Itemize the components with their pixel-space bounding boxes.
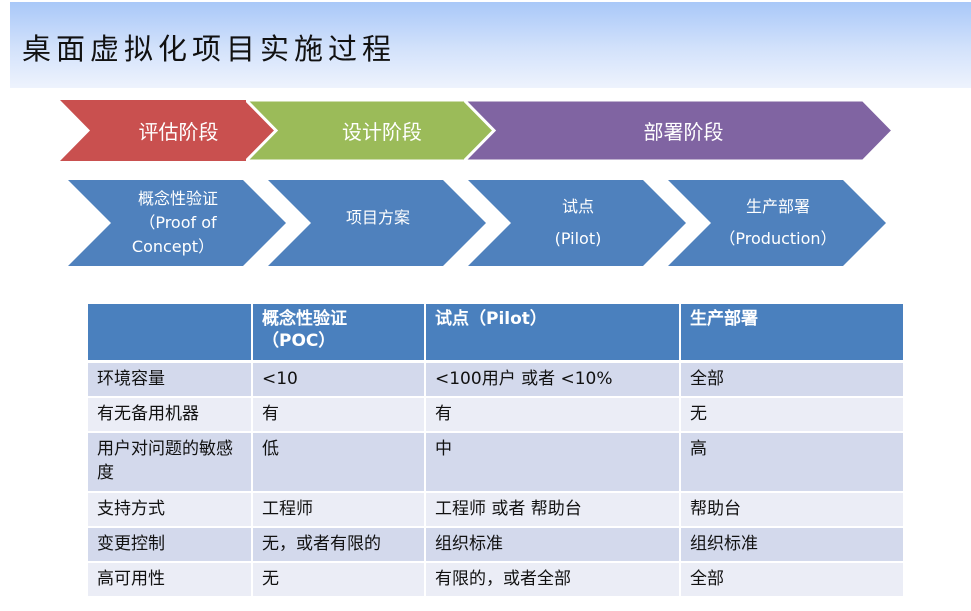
header-cell-poc: 概念性验证 （POC） [251, 302, 426, 363]
phase-deploy: 部署阶段 [464, 100, 893, 161]
step-production-line1: 生产部署 [745, 197, 810, 216]
cell-poc: 低 [251, 431, 426, 493]
step-pilot-label: 试点 (Pilot) [553, 191, 602, 255]
step-production: 生产部署 （Production） [668, 180, 886, 266]
cell-production: 帮助台 [679, 491, 905, 528]
step-poc-line1: 概念性验证 [137, 189, 218, 208]
step-poc-line3: Concept） [131, 237, 215, 256]
header-cell-pilot: 试点（Pilot） [424, 302, 681, 363]
table-row: 高可用性 无 有限的，或者全部 全部 [86, 561, 905, 598]
cell-production: 全部 [679, 561, 905, 598]
cell-poc: 无，或者有限的 [251, 526, 426, 563]
phase-assess: 评估阶段 [60, 100, 279, 161]
header-poc-line2: （POC） [262, 331, 336, 351]
header-pilot-line1: 试点（Pilot） [435, 309, 547, 329]
cell-production: 无 [679, 396, 905, 433]
step-plan: 项目方案 [268, 180, 486, 266]
page-title: 桌面虚拟化项目实施过程 [22, 32, 397, 66]
cell-poc: 工程师 [251, 491, 426, 528]
step-production-line2: （Production） [719, 229, 837, 248]
chevron-shape-icon [668, 180, 886, 266]
step-plan-label: 项目方案 [344, 206, 410, 230]
cell-poc: <10 [251, 360, 426, 398]
step-plan-line1: 项目方案 [345, 208, 410, 227]
table-header-row: 概念性验证 （POC） 试点（Pilot） 生产部署 [86, 302, 905, 363]
chevron-shape-icon [68, 180, 286, 266]
cell-production: 高 [679, 431, 905, 493]
header-cell-blank [86, 302, 253, 363]
cell-pilot: <100用户 或者 <10% [424, 360, 681, 398]
cell-pilot: 有限的，或者全部 [424, 561, 681, 598]
cell-production: 全部 [679, 360, 905, 398]
cell-poc: 无 [251, 561, 426, 598]
table-row: 支持方式 工程师 工程师 或者 帮助台 帮助台 [86, 491, 905, 528]
phase-deploy-label: 部署阶段 [643, 120, 724, 144]
cell-pilot: 组织标准 [424, 526, 681, 563]
title-bar: 桌面虚拟化项目实施过程 [10, 2, 971, 88]
table-row: 有无备用机器 有 有 无 [86, 396, 905, 433]
header-cell-production: 生产部署 [679, 302, 905, 363]
step-poc-label: 概念性验证 （Proof of Concept） [132, 187, 218, 259]
phase-design: 设计阶段 [246, 100, 498, 161]
cell-pilot: 中 [424, 431, 681, 493]
step-poc-line2: （Proof of [139, 213, 217, 232]
step-pilot-line1: 试点 [561, 197, 594, 216]
step-pilot-line2: (Pilot) [554, 229, 602, 248]
row-label: 用户对问题的敏感度 [86, 431, 253, 493]
header-poc-line1: 概念性验证 [262, 309, 347, 329]
step-pilot: 试点 (Pilot) [468, 180, 686, 266]
row-label: 环境容量 [86, 360, 253, 398]
table-row: 环境容量 <10 <100用户 或者 <10% 全部 [86, 360, 905, 398]
header-production-line1: 生产部署 [690, 309, 758, 329]
table-row: 用户对问题的敏感度 低 中 高 [86, 431, 905, 493]
cell-production: 组织标准 [679, 526, 905, 563]
chevron-shape-icon [60, 100, 279, 161]
cell-pilot: 有 [424, 396, 681, 433]
row-label: 高可用性 [86, 561, 253, 598]
row-label: 有无备用机器 [86, 396, 253, 433]
cell-poc: 有 [251, 396, 426, 433]
chevron-shape-icon [268, 180, 486, 266]
row-label: 变更控制 [86, 526, 253, 563]
chevron-shape-icon [468, 180, 686, 266]
phase-design-label: 设计阶段 [342, 120, 422, 144]
step-poc: 概念性验证 （Proof of Concept） [68, 180, 286, 266]
row-label: 支持方式 [86, 491, 253, 528]
table-row: 变更控制 无，或者有限的 组织标准 组织标准 [86, 526, 905, 563]
step-production-label: 生产部署 （Production） [717, 191, 836, 255]
cell-pilot: 工程师 或者 帮助台 [424, 491, 681, 528]
phase-assess-label: 评估阶段 [138, 120, 219, 144]
comparison-table: 概念性验证 （POC） 试点（Pilot） 生产部署 环境容量 <10 <100… [86, 302, 905, 598]
chevron-shape-icon [464, 100, 893, 161]
chevron-shape-icon [246, 100, 498, 161]
